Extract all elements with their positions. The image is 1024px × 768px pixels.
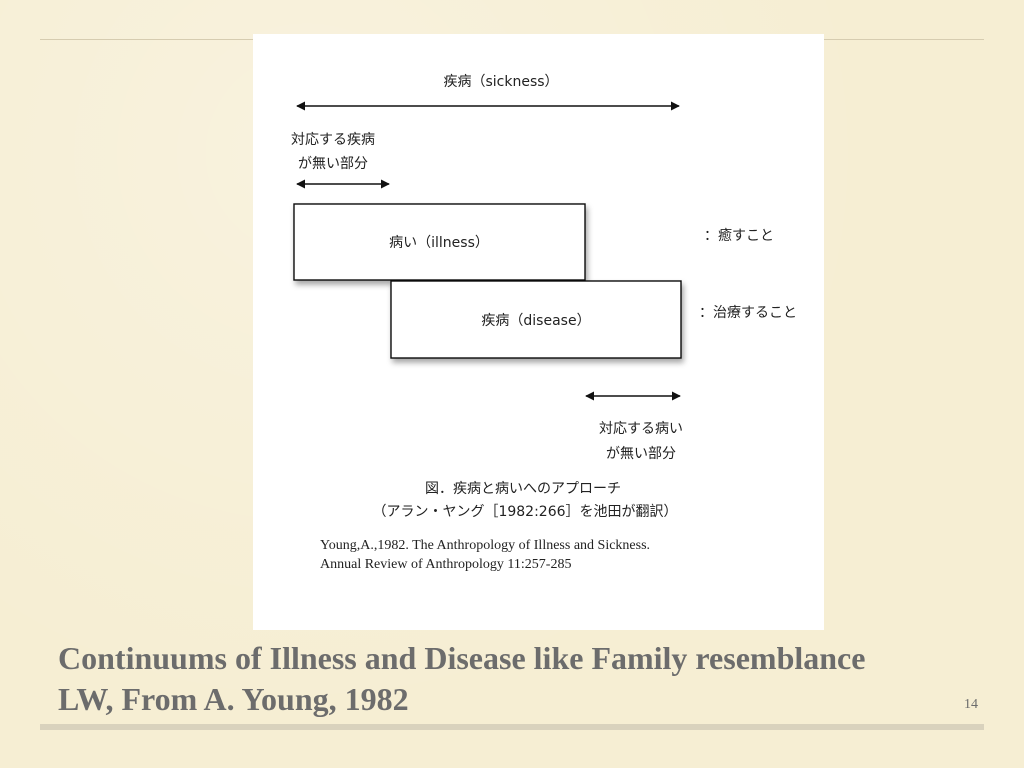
bottom-divider: [40, 724, 984, 730]
disease-action-label: ：治療すること: [699, 304, 797, 321]
illness-action-label: ：癒すこと: [704, 228, 774, 244]
slide-caption: Continuums of Illness and Disease like F…: [58, 638, 978, 720]
disease-box: [390, 280, 682, 359]
figure-title: 図．疾病と病いへのアプローチ: [425, 481, 621, 497]
reference-line2: Annual Review of Anthropology 11:257-285: [320, 557, 571, 572]
illness-disease-diagram: 疾病（sickness） 対応する疾病 が無い部分 病い（illness） ：癒…: [291, 74, 797, 572]
sickness-label: 疾病（sickness）: [443, 74, 558, 90]
no-corresponding-disease-label-line1: 対応する疾病: [291, 132, 375, 148]
caption-line2: LW, From A. Young, 1982: [58, 681, 409, 717]
disease-label: 疾病（disease）: [481, 313, 590, 329]
caption-line1: Continuums of Illness and Disease like F…: [58, 640, 866, 676]
no-corresponding-disease-label-line2: が無い部分: [298, 156, 368, 172]
no-corresponding-illness-label-line2: が無い部分: [606, 446, 676, 462]
illness-label: 病い（illness）: [389, 235, 489, 251]
figure-panel: 疾病（sickness） 対応する疾病 が無い部分 病い（illness） ：癒…: [253, 34, 824, 630]
illness-box: [293, 203, 586, 281]
figure-credit: （アラン・ヤング［1982:266］を池田が翻訳）: [372, 504, 677, 520]
no-corresponding-illness-label-line1: 対応する病い: [599, 421, 683, 437]
slide-number: 14: [964, 697, 978, 712]
reference-line1: Young,A.,1982. The Anthropology of Illne…: [320, 538, 650, 553]
